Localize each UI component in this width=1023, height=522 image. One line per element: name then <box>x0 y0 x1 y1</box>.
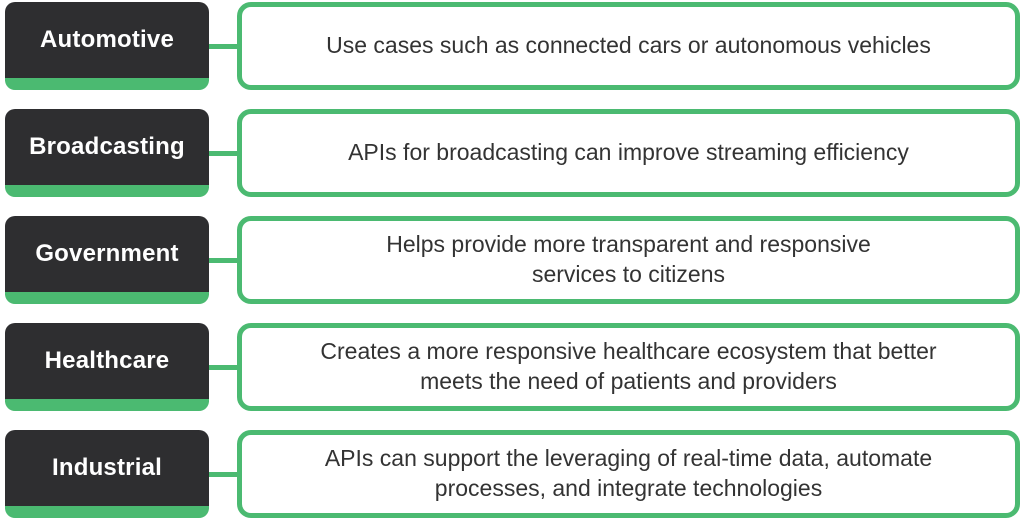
connector-line <box>209 257 237 263</box>
description-box-broadcasting: APIs for broadcasting can improve stream… <box>237 109 1020 197</box>
description-text: Use cases such as connected cars or auto… <box>326 32 931 59</box>
description-text: APIs can support the leveraging of real-… <box>324 445 933 501</box>
category-label: Government <box>35 240 179 267</box>
diagram-row-industrial: Industrial APIs can support the leveragi… <box>5 430 1020 518</box>
category-label: Broadcasting <box>29 133 185 160</box>
connector-line <box>209 471 237 477</box>
diagram-row-automotive: Automotive Use cases such as connected c… <box>5 2 1020 90</box>
description-text: APIs for broadcasting can improve stream… <box>348 139 909 166</box>
connector-line <box>209 43 237 49</box>
description-box-government: Helps provide more transparent and respo… <box>237 216 1020 304</box>
category-chip-healthcare: Healthcare <box>5 323 209 411</box>
description-text: Helps provide more transparent and respo… <box>386 231 871 287</box>
diagram-row-healthcare: Healthcare Creates a more responsive hea… <box>5 323 1020 411</box>
diagram-row-government: Government Helps provide more transparen… <box>5 216 1020 304</box>
connector-line <box>209 364 237 370</box>
category-chip-industrial: Industrial <box>5 430 209 518</box>
connector-line <box>209 150 237 156</box>
description-text: Creates a more responsive healthcare eco… <box>320 338 937 394</box>
category-chip-government: Government <box>5 216 209 304</box>
category-label: Industrial <box>51 454 162 481</box>
category-label: Automotive <box>40 26 174 53</box>
description-box-automotive: Use cases such as connected cars or auto… <box>237 2 1020 90</box>
description-box-industrial: APIs can support the leveraging of real-… <box>237 430 1020 518</box>
description-box-healthcare: Creates a more responsive healthcare eco… <box>237 323 1020 411</box>
diagram-row-broadcasting: Broadcasting APIs for broadcasting can i… <box>5 109 1020 197</box>
category-chip-broadcasting: Broadcasting <box>5 109 209 197</box>
category-chip-automotive: Automotive <box>5 2 209 90</box>
category-label: Healthcare <box>44 347 170 374</box>
